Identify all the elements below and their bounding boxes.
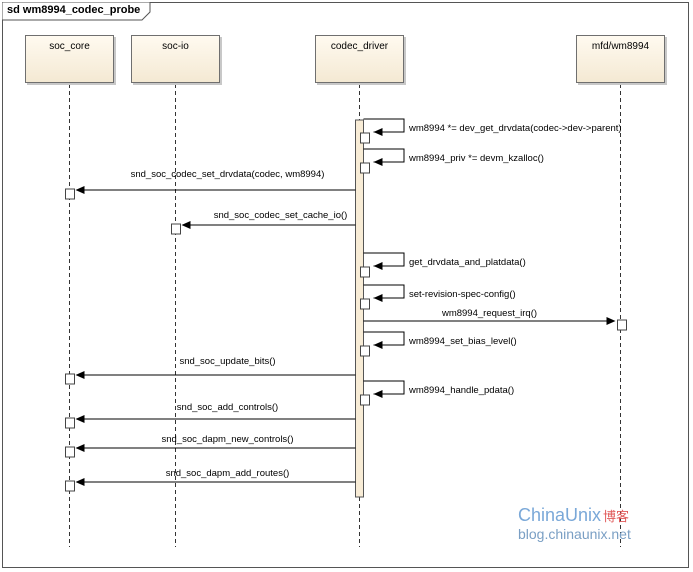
arrow-head	[75, 444, 85, 452]
message-label: snd_soc_update_bits()	[179, 356, 275, 367]
lifeline-soc-core: soc_core	[25, 35, 114, 83]
lifeline-codec-driver: codec_driver	[315, 35, 404, 83]
activation-box	[360, 266, 370, 278]
activation-box	[65, 446, 75, 458]
arrow-head	[373, 262, 383, 270]
arrow-head	[373, 390, 383, 398]
activation-box	[360, 298, 370, 310]
arrow-head	[75, 186, 85, 194]
arrow-head	[373, 294, 383, 302]
self-message-line	[363, 252, 405, 267]
self-message-line	[363, 118, 405, 133]
message-label: wm8994_handle_pdata()	[408, 385, 514, 396]
activation-box	[360, 345, 370, 357]
activation-box	[360, 162, 370, 174]
activation-box	[65, 417, 75, 429]
message-label: snd_soc_codec_set_drvdata(codec, wm8994)	[131, 169, 325, 180]
self-message-line	[363, 380, 405, 395]
arrow-head	[75, 415, 85, 423]
arrow-head	[181, 221, 191, 229]
activation-box	[171, 223, 181, 235]
message-label: wm8994_set_bias_level()	[408, 336, 517, 347]
message-label: wm8994_request_irq()	[441, 308, 537, 319]
watermark-blog: 博客	[603, 509, 630, 524]
self-message-line	[363, 284, 405, 299]
arrow-head	[373, 158, 383, 166]
message-label: get_drvdata_and_platdata()	[409, 257, 526, 268]
message-label: snd_soc_dapm_add_routes()	[166, 468, 290, 479]
lifeline-mfd-wm8994: mfd/wm8994	[576, 35, 665, 83]
arrow-head	[75, 478, 85, 486]
lifeline-soc-io: soc-io	[131, 35, 220, 83]
message-label: set-revision-spec-config()	[409, 289, 516, 300]
self-message-line	[363, 148, 405, 163]
frame-tab	[2, 2, 152, 21]
arrow-head	[373, 128, 383, 136]
activation-box	[360, 132, 370, 144]
watermark-url: blog.chinaunix.net	[518, 526, 631, 542]
watermark-brand: ChinaUnix	[518, 505, 602, 525]
message-label: snd_soc_codec_set_cache_io()	[214, 210, 348, 221]
activation-box	[617, 319, 627, 331]
message-label: snd_soc_dapm_new_controls()	[161, 434, 293, 445]
activation-box	[360, 394, 370, 406]
message-label: wm8994 *= dev_get_drvdata(codec->dev->pa…	[408, 123, 622, 134]
arrow-head	[373, 341, 383, 349]
frame-title: sd wm8994_codec_probe	[7, 4, 141, 16]
message-label: snd_soc_add_controls()	[177, 402, 278, 413]
self-message-line	[363, 331, 405, 346]
arrow-head	[606, 317, 616, 325]
arrow-head	[75, 371, 85, 379]
activation-box	[65, 480, 75, 492]
activation-box	[65, 373, 75, 385]
activation-box	[65, 188, 75, 200]
message-label: wm8994_priv *= devm_kzalloc()	[408, 153, 544, 164]
